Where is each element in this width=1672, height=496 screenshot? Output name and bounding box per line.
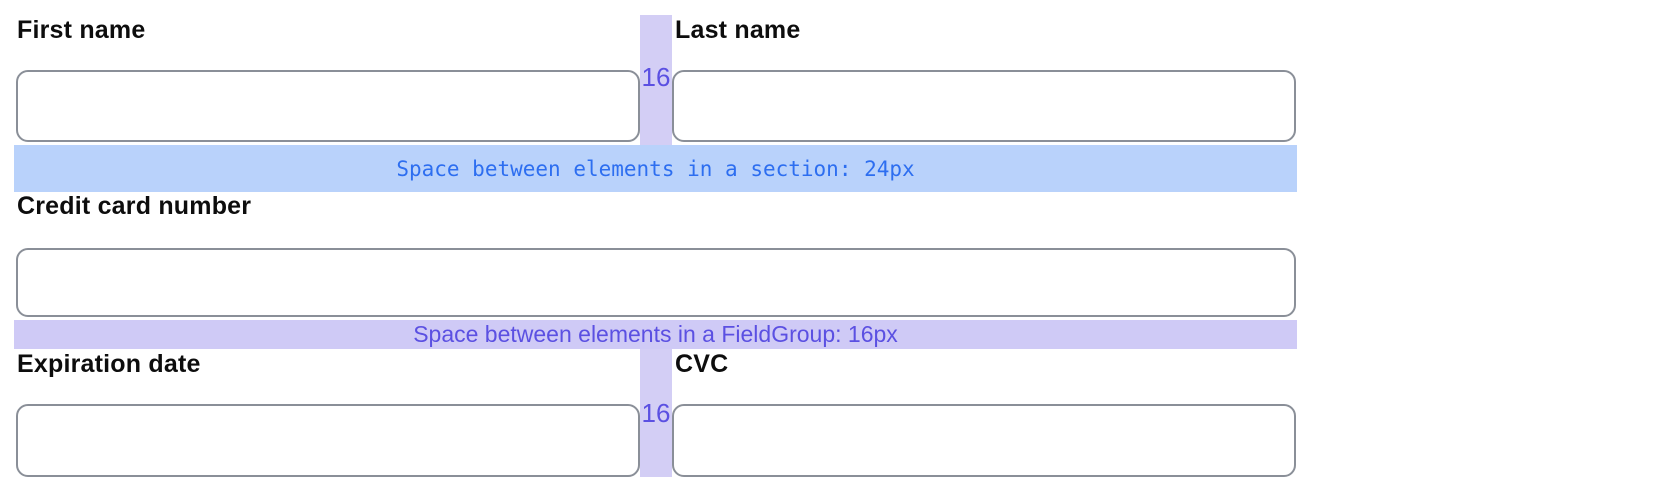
cvc-label: CVC [675,350,729,378]
first-name-input[interactable] [16,70,640,142]
last-name-input[interactable] [672,70,1296,142]
column-gap-highlight-row1 [640,15,672,145]
expiration-date-input[interactable] [16,404,640,477]
section-spacing-band: Space between elements in a section: 24p… [14,145,1297,192]
first-name-label: First name [17,16,146,44]
credit-card-number-input[interactable] [16,248,1296,317]
credit-card-number-label: Credit card number [17,192,252,220]
fieldgroup-spacing-band: Space between elements in a FieldGroup: … [14,320,1297,349]
last-name-label: Last name [675,16,801,44]
cvc-input[interactable] [672,404,1296,477]
fieldgroup-spacing-label: Space between elements in a FieldGroup: … [413,321,898,347]
section-spacing-label: Space between elements in a section: 24p… [396,156,915,181]
column-gap-highlight-row2 [640,349,672,477]
expiration-date-label: Expiration date [17,350,201,378]
column-gap-value-row2: 16 [641,398,671,428]
column-gap-value-row1: 16 [641,62,671,92]
